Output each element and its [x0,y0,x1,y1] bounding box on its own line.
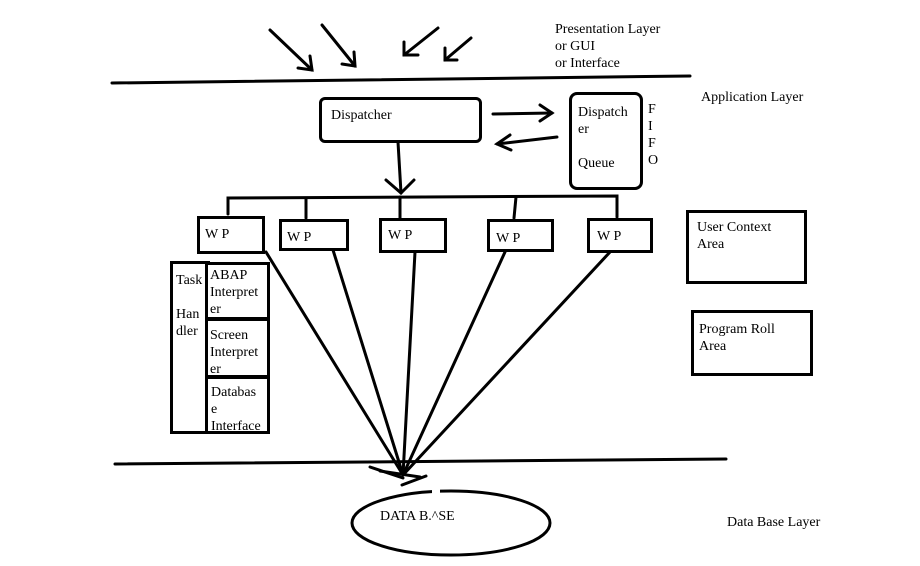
dispatcher-queue-box: Dispatch er Queue [569,92,643,190]
dispatcher-box: Dispatcher [319,97,482,143]
wp-database-lines [264,248,612,487]
work-process-5: W P [587,218,653,253]
work-process-1: W P [197,216,265,254]
program-roll-area-box: Program Roll Area [691,310,813,376]
work-process-2: W P [279,219,349,251]
database-ellipse [350,489,552,557]
database-label: DATA B.^SE [380,509,455,524]
wp-distribution-bus [226,194,619,220]
presentation-divider [110,74,692,85]
abap-interpreter-label: ABAP Interpret er [210,268,259,317]
database-layer-label: Data Base Layer [727,515,821,530]
work-process-3: W P [379,218,447,253]
dispatcher-down-arrow [396,140,403,195]
user-context-area-label: User Context Area [697,220,772,252]
dispatcher-queue-arrows [491,103,559,152]
request-arrows [268,23,473,72]
user-context-area-box: User Context Area [686,210,807,284]
screen-interpreter-label: Screen Interpret er [210,328,259,377]
dispatcher-queue-label-top: Dispatch er [578,105,628,137]
program-roll-area-label: Program Roll Area [699,322,775,354]
work-process-label: W P [287,230,312,245]
dispatcher-queue-label-bottom: Queue [578,156,615,171]
presentation-layer-label: Presentation Layer or GUI or Interface [555,22,661,71]
database-interface-box: Databas e Interface [205,376,270,434]
task-handler-box: Task Han dler [170,261,210,434]
work-process-4: W P [487,219,554,252]
task-handler-label: Task Han dler [176,273,203,339]
fifo-label: F I F O [648,102,659,168]
work-process-label: W P [597,229,622,244]
work-process-label: W P [205,227,230,242]
screen-interpreter-box: Screen Interpret er [205,318,270,378]
database-interface-label: Databas e Interface [211,385,261,434]
abap-interpreter-box: ABAP Interpret er [205,262,270,320]
application-layer-label: Application Layer [701,90,804,105]
work-process-label: W P [388,228,413,243]
dispatcher-label: Dispatcher [331,108,392,123]
work-process-label: W P [496,231,521,246]
database-divider [113,457,728,466]
